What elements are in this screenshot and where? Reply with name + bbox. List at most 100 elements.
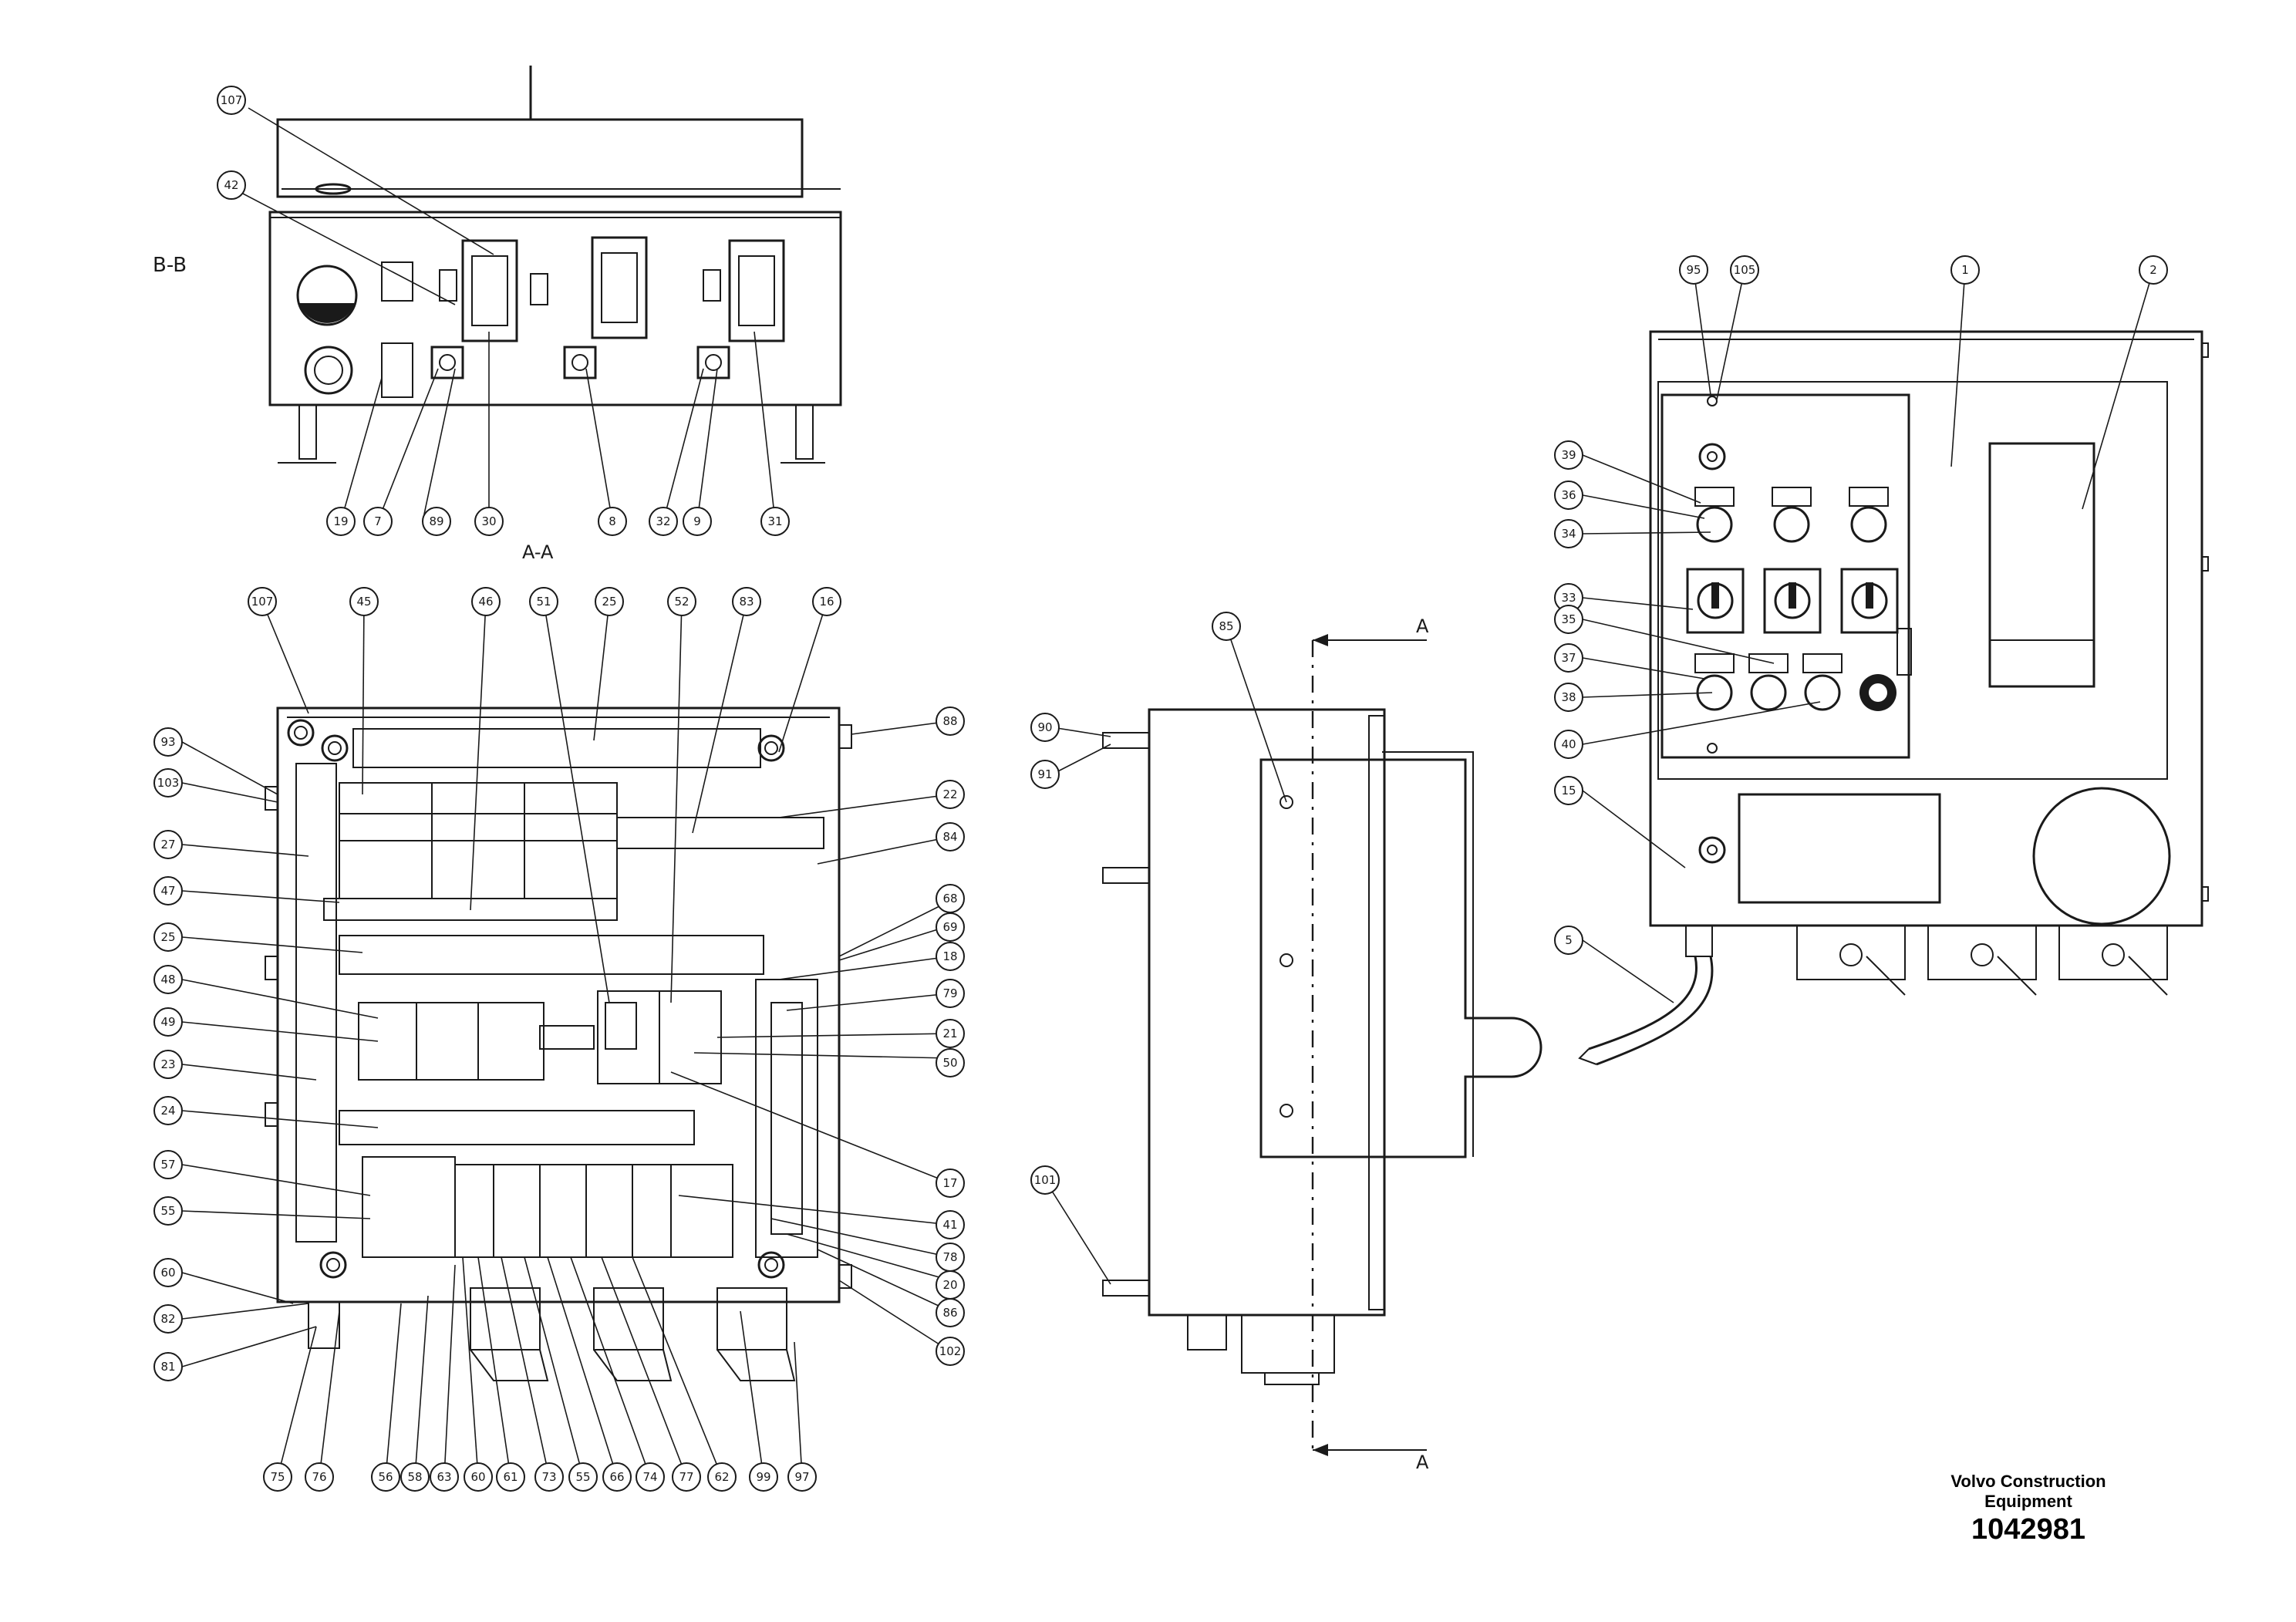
callout-number: 107 [221,93,243,107]
callout-circle [422,507,451,536]
callout-bubble: 50 [936,1048,965,1077]
side-leaders [1044,626,1287,1285]
callout-bubble: 17 [936,1168,965,1198]
callout-number: 68 [942,892,957,905]
callout-bubble: 85 [1212,612,1241,641]
callout-bubble: 74 [636,1462,665,1492]
callout-number: 84 [942,830,957,844]
callout-number: 47 [160,884,175,898]
callout-bubble: 69 [936,912,965,942]
callout-circle [598,507,627,536]
callout-bubble: 57 [153,1150,183,1179]
callout-circle [263,1462,292,1492]
callout-bubble: 45 [349,587,379,616]
callout-number: 37 [1561,651,1576,665]
callout-circle [529,587,558,616]
callout-bubble: 66 [602,1462,632,1492]
callout-bubble: 86 [936,1298,965,1327]
callout-bubble: 9 [683,507,712,536]
callout-number: 17 [942,1176,957,1190]
callout-number: 79 [942,986,957,1000]
bb-view: B-B [153,66,842,464]
callout-circle [1950,255,1980,285]
callout-bubble: 81 [153,1352,183,1381]
callout-number: 55 [575,1470,590,1484]
callout-bubble: 56 [371,1462,400,1492]
callout-bubble: 107 [248,587,277,616]
callout-number: 50 [942,1056,957,1070]
callout-circle [568,1462,598,1492]
callout-circle [812,587,841,616]
side-view: A A [1102,615,1542,1473]
callout-number: 95 [1686,263,1701,277]
callout-number: 52 [674,595,689,609]
callout-number: 18 [942,949,957,963]
callout-bubble: 31 [760,507,790,536]
callout-bubble: 49 [153,1007,183,1037]
callout-bubble: 48 [153,965,183,994]
callout-circle [153,1007,183,1037]
callout-bubble: 83 [732,587,761,616]
callout-bubble: 15 [1554,776,1583,805]
callout-bubble: 58 [400,1462,430,1492]
callout-number: 32 [656,514,670,528]
callout-circle [153,1352,183,1381]
callout-circle [2139,255,2168,285]
callout-bubble: 84 [936,822,965,851]
callout-bubble: 8 [598,507,627,536]
callout-circle [936,979,965,1008]
callout-circle [936,942,965,971]
callout-bubble: 102 [936,1337,965,1366]
callout-bubble: 5 [1554,926,1583,955]
callout-bubble: 99 [749,1462,778,1492]
front-leaders [1582,269,2154,1003]
callout-bubble: 82 [153,1304,183,1334]
callout-bubble: 101 [1030,1165,1060,1195]
callout-bubble: 40 [1554,730,1583,759]
callout-number: 33 [1561,591,1576,605]
aa-callouts-left: 93 103 27 47 25 48 49 23 24 57 55 60 82 … [153,727,183,1381]
callout-circle [936,912,965,942]
callout-circle [217,170,246,200]
callout-bubble: 97 [787,1462,817,1492]
callout-number: 7 [374,514,382,528]
callout-circle [649,507,678,536]
company-name-line1: Volvo Construction [1950,1472,2106,1491]
aa-leaders [181,601,951,1478]
callout-number: 9 [693,514,701,528]
callout-bubble: 41 [936,1210,965,1239]
callout-circle [1554,440,1583,470]
callout-number: 22 [942,787,957,801]
callout-number: 82 [160,1312,175,1326]
callout-number: 20 [942,1278,957,1292]
callout-number: 41 [942,1218,957,1232]
callout-bubble: 23 [153,1050,183,1079]
callout-circle [153,1150,183,1179]
callout-circle [602,1462,632,1492]
callout-number: 93 [160,735,175,749]
callout-circle [1554,643,1583,673]
callout-number: 46 [478,595,493,609]
callout-bubble: 46 [471,587,501,616]
callout-circle [1030,713,1060,742]
callout-bubble: 51 [529,587,558,616]
callout-number: 55 [160,1204,175,1218]
callout-bubble: 61 [496,1462,525,1492]
callout-number: 30 [481,514,496,528]
callout-bubble: 63 [430,1462,459,1492]
callout-bubble: 36 [1554,481,1583,510]
callout-number: 61 [503,1470,518,1484]
callout-number: 42 [224,178,238,192]
callout-bubble: 18 [936,942,965,971]
callout-number: 107 [251,595,274,609]
callout-circle [474,507,504,536]
callout-circle [672,1462,701,1492]
callout-number: 25 [602,595,616,609]
callout-bubble: 42 [217,170,246,200]
callout-circle [667,587,696,616]
callout-number: 25 [160,930,175,944]
callout-number: 74 [642,1470,657,1484]
callout-number: 5 [1565,933,1573,947]
callout-number: 1 [1961,263,1969,277]
